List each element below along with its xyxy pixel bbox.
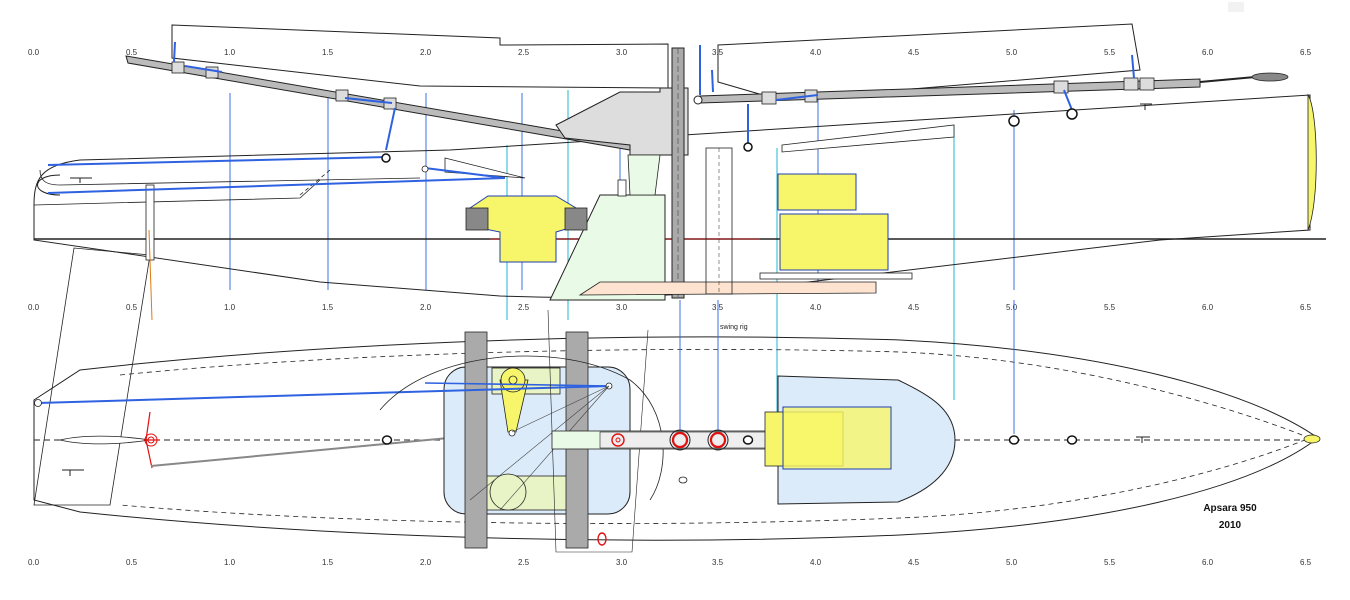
rudder-profile bbox=[33, 247, 151, 506]
scale-tick: 1.5 bbox=[322, 303, 334, 312]
scale-tick: 2.0 bbox=[420, 48, 432, 57]
blocks bbox=[381, 108, 1078, 163]
hatch-wedge-2 bbox=[781, 124, 955, 153]
rudder-pivot-inner bbox=[147, 436, 155, 444]
title-block-year: 2010 bbox=[1219, 520, 1242, 531]
mast-positions bbox=[611, 429, 729, 451]
boom-tip bbox=[1199, 76, 1256, 83]
scale-middle: 0.0 0.5 1.0 1.5 2.0 2.5 3.0 3.5 4.0 4.5 … bbox=[28, 303, 1312, 312]
bunk-base bbox=[759, 272, 913, 280]
winch-left bbox=[465, 207, 489, 231]
scale-tick: 0.5 bbox=[126, 303, 138, 312]
scale-tick: 1.0 bbox=[224, 48, 236, 57]
scale-tick: 3.0 bbox=[616, 48, 628, 57]
bunk-block-1 bbox=[777, 173, 857, 211]
scale-tick: 6.5 bbox=[1300, 558, 1312, 567]
scale-tick: 2.5 bbox=[518, 48, 530, 57]
scale-tick: 1.0 bbox=[224, 558, 236, 567]
scale-top: 0.0 0.5 1.0 1.5 2.0 2.5 3.0 3.5 4.0 4.5 … bbox=[28, 48, 1312, 57]
main-boom-fittings bbox=[761, 77, 1155, 105]
scale-tick: 0.0 bbox=[28, 558, 40, 567]
gooseneck-fitting bbox=[693, 95, 703, 105]
traveller-bar-1 bbox=[464, 331, 488, 549]
scale-tick: 5.0 bbox=[1006, 48, 1018, 57]
scale-tick: 4.0 bbox=[810, 558, 822, 567]
deck-dashed bbox=[299, 169, 331, 196]
scale-tick: 1.5 bbox=[322, 558, 334, 567]
winch-aft bbox=[489, 473, 527, 511]
boom-end-fitting bbox=[1251, 72, 1289, 82]
cleat-fwd bbox=[1140, 103, 1152, 110]
scale-tick: 3.0 bbox=[616, 558, 628, 567]
title-block-name: Apsara 950 bbox=[1203, 503, 1257, 514]
cleat-bow-plan bbox=[1136, 436, 1150, 443]
rudder-red-mark bbox=[144, 411, 160, 469]
cleat-plan bbox=[62, 469, 84, 476]
corner-marker bbox=[1228, 2, 1244, 12]
scale-tick: 5.0 bbox=[1006, 303, 1018, 312]
rig-frame bbox=[555, 87, 689, 156]
profile-view bbox=[33, 23, 1326, 506]
bunk-block-2 bbox=[779, 213, 889, 271]
sheet-end-block bbox=[34, 399, 42, 407]
plan-station-lines bbox=[679, 300, 1015, 434]
scale-tick: 1.5 bbox=[322, 48, 334, 57]
drain-fitting bbox=[678, 476, 688, 484]
scale-tick: 2.5 bbox=[518, 303, 530, 312]
plan-view bbox=[33, 300, 1321, 553]
scale-tick: 5.5 bbox=[1104, 48, 1116, 57]
bow-tip-yellow bbox=[1303, 434, 1321, 444]
sheet-line-blue bbox=[37, 385, 611, 404]
scale-tick: 5.5 bbox=[1104, 558, 1116, 567]
scale-tick: 4.5 bbox=[908, 303, 920, 312]
rudder-plan bbox=[59, 435, 151, 445]
scale-tick: 5.0 bbox=[1006, 558, 1018, 567]
scale-bottom: 0.0 0.5 1.0 1.5 2.0 2.5 3.0 3.5 4.0 4.5 … bbox=[28, 558, 1312, 567]
scale-tick: 2.0 bbox=[420, 303, 432, 312]
sheet-lead bbox=[421, 165, 429, 173]
bulkhead bbox=[627, 154, 661, 196]
scale-tick: 0.0 bbox=[28, 303, 40, 312]
scale-tick: 2.0 bbox=[420, 558, 432, 567]
control-lines bbox=[47, 41, 1135, 194]
scale-tick: 6.5 bbox=[1300, 48, 1312, 57]
scale-tick: 3.0 bbox=[616, 303, 628, 312]
scale-tick: 6.5 bbox=[1300, 303, 1312, 312]
winch-drum bbox=[500, 367, 526, 393]
deck-fittings bbox=[381, 435, 1078, 445]
scale-tick: 4.0 bbox=[810, 303, 822, 312]
scale-tick: 0.5 bbox=[126, 558, 138, 567]
cockpit-seat bbox=[578, 281, 877, 296]
scale-tick: 1.0 bbox=[224, 303, 236, 312]
scale-tick: 4.5 bbox=[908, 48, 920, 57]
scale-tick: 6.0 bbox=[1202, 48, 1214, 57]
scale-tick: 6.0 bbox=[1202, 303, 1214, 312]
scale-tick: 3.5 bbox=[712, 558, 724, 567]
boom-swing-arc bbox=[379, 355, 664, 501]
sheet-line-blue-2 bbox=[424, 382, 611, 387]
scale-tick: 6.0 bbox=[1202, 558, 1214, 567]
cabin-bunk bbox=[782, 406, 892, 470]
mainsail-outline bbox=[717, 23, 1141, 101]
cleat-aft bbox=[70, 177, 92, 183]
scale-tick: 5.5 bbox=[1104, 303, 1116, 312]
scale-tick: 4.0 bbox=[810, 48, 822, 57]
stem-yellow bbox=[1307, 93, 1317, 231]
scale-tick: 0.0 bbox=[28, 48, 40, 57]
scale-tick: 2.5 bbox=[518, 558, 530, 567]
red-marker bbox=[597, 532, 607, 546]
jib-outline bbox=[171, 24, 669, 89]
scale-tick: 4.5 bbox=[908, 558, 920, 567]
scale-tick: 0.5 bbox=[126, 48, 138, 57]
jib-boom bbox=[125, 55, 633, 151]
winch-right bbox=[564, 207, 588, 231]
rudder-pivot bbox=[144, 433, 158, 447]
swing-rig-label: swing rig bbox=[720, 324, 748, 331]
bow-rounded bbox=[37, 174, 61, 196]
rudder-post-orange bbox=[148, 229, 153, 321]
bulkhead-step bbox=[617, 179, 627, 197]
sheer-line bbox=[33, 169, 421, 206]
